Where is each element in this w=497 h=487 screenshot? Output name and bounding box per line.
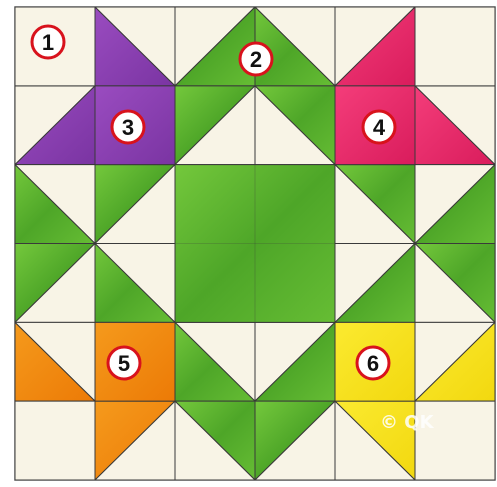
marker-6: 6	[357, 347, 389, 379]
marker-number: 4	[373, 115, 386, 140]
copyright-watermark: © QK	[380, 412, 435, 433]
marker-2: 2	[240, 43, 272, 75]
marker-number: 5	[118, 351, 130, 376]
marker-5: 5	[108, 347, 140, 379]
corner-square	[15, 401, 95, 480]
marker-3: 3	[112, 111, 144, 143]
corner-square	[415, 7, 495, 86]
marker-number: 2	[250, 47, 262, 72]
marker-number: 6	[367, 351, 379, 376]
marker-number: 1	[42, 30, 54, 55]
marker-1: 1	[32, 26, 64, 58]
marker-4: 4	[363, 111, 395, 143]
marker-number: 3	[122, 115, 134, 140]
